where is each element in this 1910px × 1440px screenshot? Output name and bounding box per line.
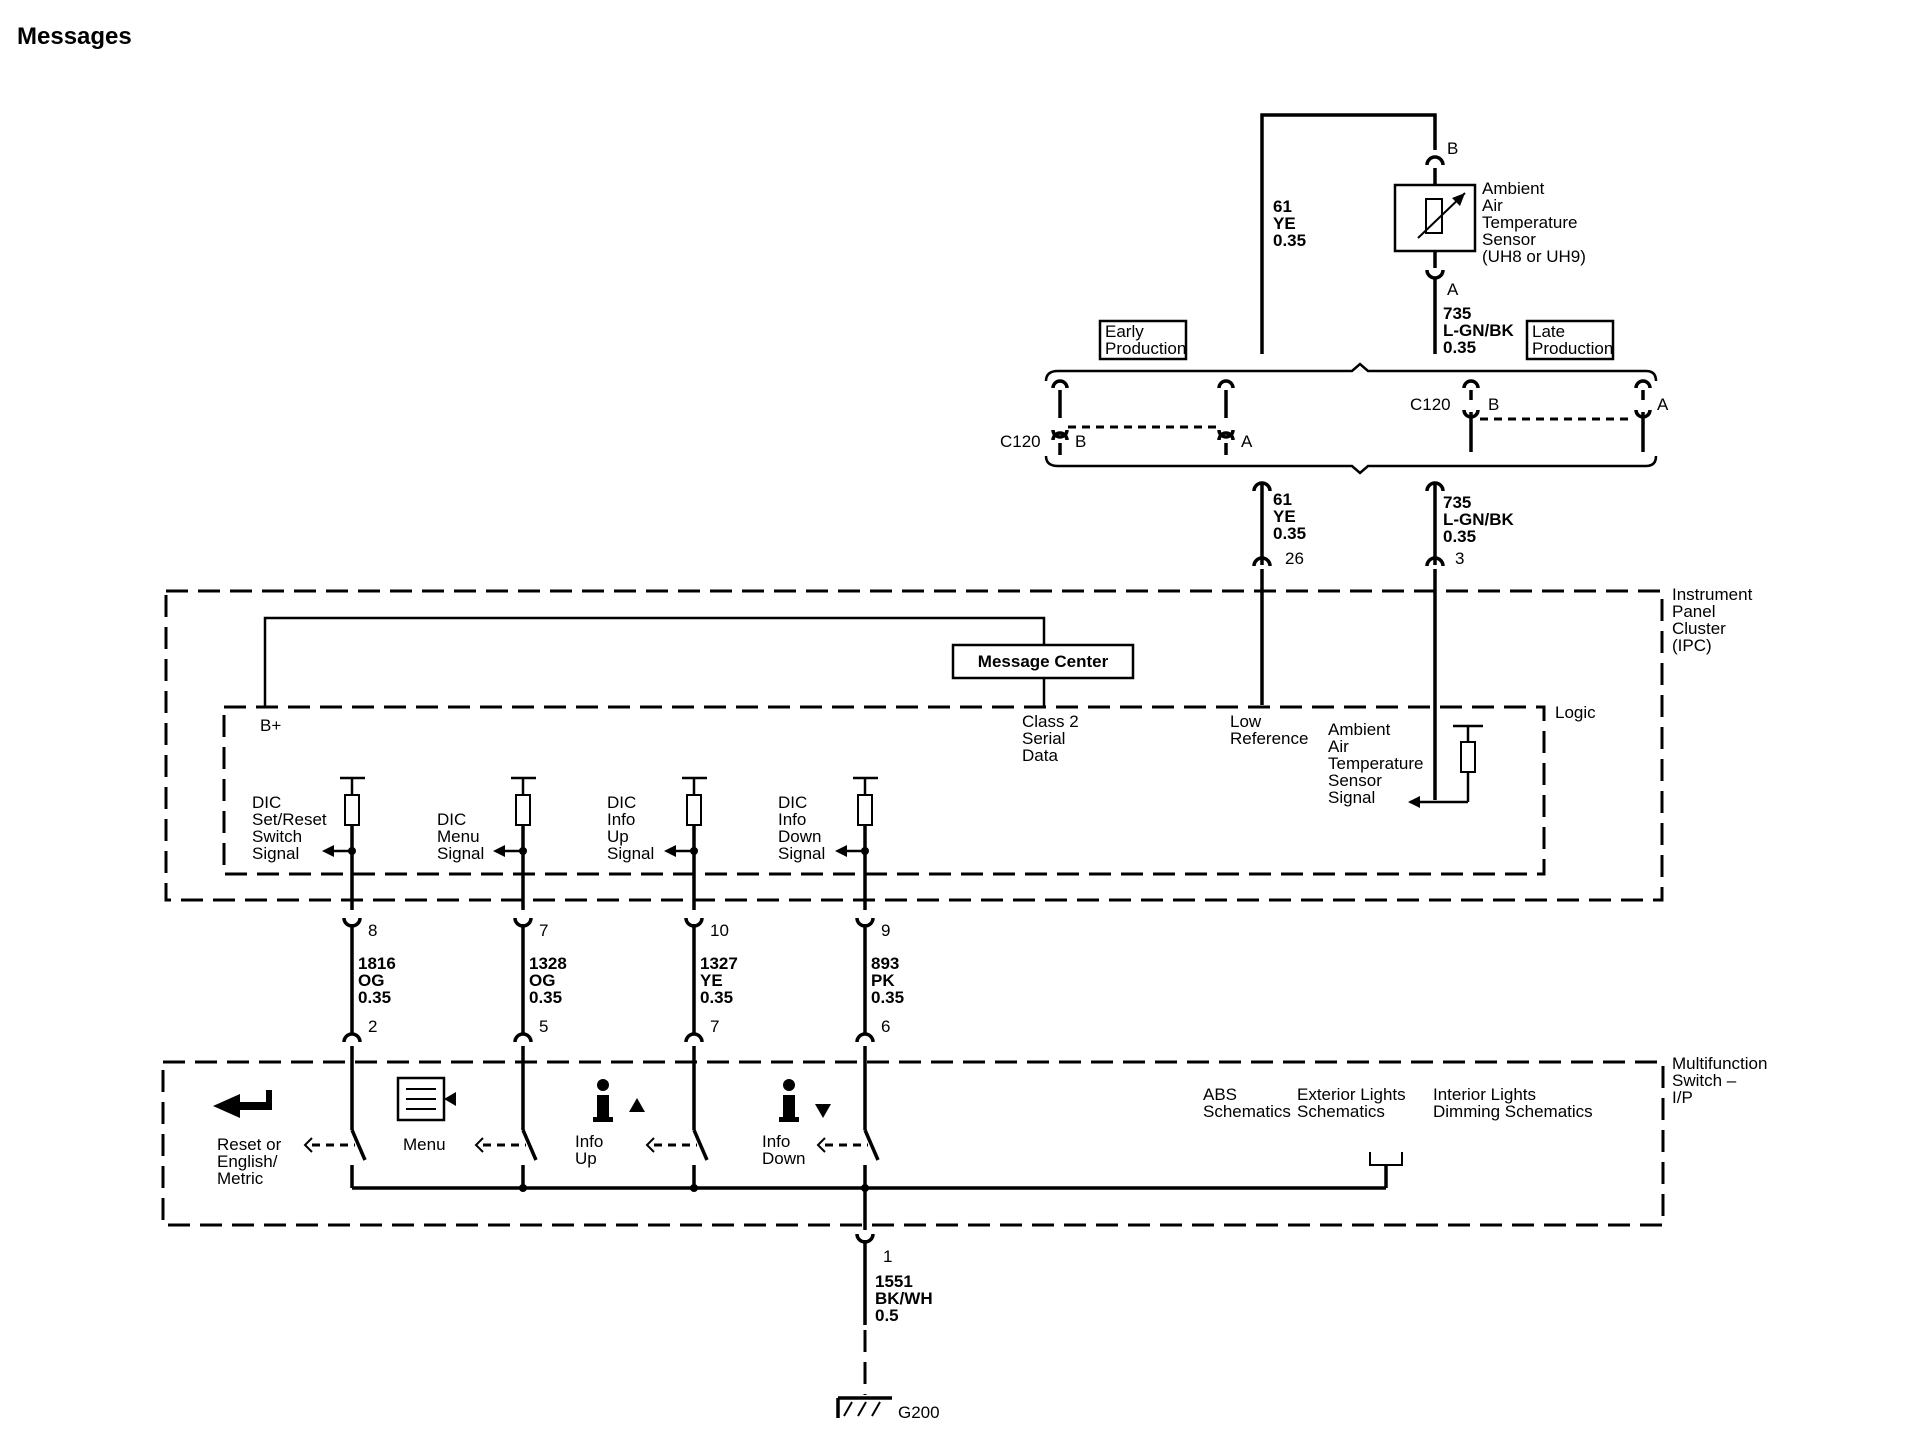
- page-title: Messages: [17, 23, 132, 50]
- c120-right-pin-b: B: [1488, 395, 1499, 414]
- exterior-lights-label: Exterior Lights Schematics: [1297, 1085, 1410, 1121]
- switch-pin-5: 5: [539, 1017, 548, 1036]
- logic-dashed-boundary: [222, 705, 1546, 876]
- ipc-pin-3: 3: [1455, 549, 1464, 568]
- message-center-label: Message Center: [978, 652, 1109, 671]
- switch-label: Multifunction Switch – I/P: [1672, 1054, 1772, 1107]
- info-up-switch-label: Info Up: [575, 1132, 608, 1168]
- wire-61-upper-label: 61 YE 0.35: [1273, 197, 1306, 250]
- menu-switch-label: Menu: [403, 1135, 446, 1154]
- ipc-to-switch-wires: [342, 917, 875, 1062]
- early-production-note: Early Production: [1098, 319, 1188, 361]
- c120-right-pin-a: A: [1657, 395, 1669, 414]
- b-plus-wire: [263, 616, 1046, 706]
- info-up-icon: [593, 1079, 645, 1122]
- thermistor-icon: [1417, 192, 1466, 239]
- signal-1-label: DIC Set/Reset Switch Signal: [252, 793, 331, 863]
- ambient-signal-pullup: [1408, 724, 1483, 808]
- sensor-pin-b: B: [1447, 139, 1458, 158]
- ground-wire: [855, 1188, 875, 1395]
- menu-icon: [396, 1076, 456, 1122]
- logic-label: Logic: [1555, 703, 1596, 722]
- svg-text:Production: Production: [1105, 339, 1186, 358]
- sensor-label: Ambient Air Temperature Sensor (UH8 or U…: [1482, 179, 1586, 266]
- c120-left-label: C120: [1000, 432, 1041, 451]
- return-arrow-icon: [213, 1090, 272, 1118]
- ipc-pin-10: 10: [710, 921, 729, 940]
- interior-lights-label: Interior Lights Dimming Schematics: [1433, 1085, 1593, 1121]
- ground-icon: [836, 1396, 892, 1418]
- reset-switch-label: Reset or English/ Metric: [217, 1135, 286, 1188]
- info-down-icon: [779, 1079, 831, 1122]
- c120-right-label: C120: [1410, 395, 1451, 414]
- info-down-switch-label: Info Down: [762, 1132, 805, 1168]
- ipc-pin-7: 7: [539, 921, 548, 940]
- message-center-box: [951, 643, 1135, 680]
- c120-left-pin-b: B: [1075, 432, 1086, 451]
- low-reference-label: Low Reference: [1230, 712, 1308, 748]
- wire-735-lower-label: 735 L-GN/BK 0.35: [1443, 493, 1519, 546]
- wire-1551-label: 1551 BK/WH 0.5: [875, 1272, 937, 1325]
- c120-left-pin-a: A: [1241, 432, 1253, 451]
- ipc-pin-9: 9: [881, 921, 890, 940]
- signal-column-1: DIC Set/Reset Switch Signal: [252, 776, 365, 910]
- class2-label: Class 2 Serial Data: [1022, 712, 1083, 765]
- ipc-label: Instrument Panel Cluster (IPC): [1672, 585, 1757, 655]
- wire-1327-label: 1327 YE 0.35: [700, 954, 743, 1007]
- wire-61-lower-label: 61 YE 0.35: [1273, 490, 1306, 543]
- signal-column-2: DIC Menu Signal: [437, 776, 536, 910]
- switch-pin-6: 6: [881, 1017, 890, 1036]
- signal-column-3: DIC Info Up Signal: [607, 776, 707, 910]
- switch-pin-2: 2: [368, 1017, 377, 1036]
- production-brace-group: C120 B A C120 B A: [1000, 362, 1669, 475]
- wire-1328-label: 1328 OG 0.35: [529, 954, 572, 1007]
- switch-dashed-boundary: [161, 1060, 1665, 1227]
- svg-text:Early: Early: [1105, 322, 1144, 341]
- signal-2-label: DIC Menu Signal: [437, 810, 484, 863]
- late-production-note: Late Production: [1525, 319, 1615, 361]
- svg-text:Late: Late: [1532, 322, 1565, 341]
- b-plus-label: B+: [260, 716, 281, 735]
- wire-893-label: 893 PK 0.35: [871, 954, 904, 1007]
- ipc-pin-26: 26: [1285, 549, 1304, 568]
- wire-735-upper-label: 735 L-GN/BK 0.35: [1443, 304, 1519, 357]
- signal-column-4: DIC Info Down Signal: [778, 776, 878, 910]
- ipc-pin-8: 8: [368, 921, 377, 940]
- abs-schematics-label: ABS Schematics: [1203, 1085, 1291, 1121]
- switch-pin-7: 7: [710, 1017, 719, 1036]
- ambient-air-temperature-sensor: B A Ambient Air Temperature Sensor (UH8 …: [1260, 113, 1586, 354]
- ipc-dashed-boundary: [164, 589, 1664, 902]
- sensor-pin-a: A: [1447, 280, 1459, 299]
- ground-pin-1: 1: [883, 1247, 892, 1266]
- switch-contacts: [303, 1062, 1403, 1192]
- svg-text:Production: Production: [1532, 339, 1613, 358]
- ambient-signal-label: Ambient Air Temperature Sensor Signal: [1328, 720, 1428, 807]
- signal-4-label: DIC Info Down Signal: [778, 793, 826, 863]
- signal-3-label: DIC Info Up Signal: [607, 793, 654, 863]
- ground-label: G200: [898, 1403, 940, 1422]
- wire-1816-label: 1816 OG 0.35: [358, 954, 401, 1007]
